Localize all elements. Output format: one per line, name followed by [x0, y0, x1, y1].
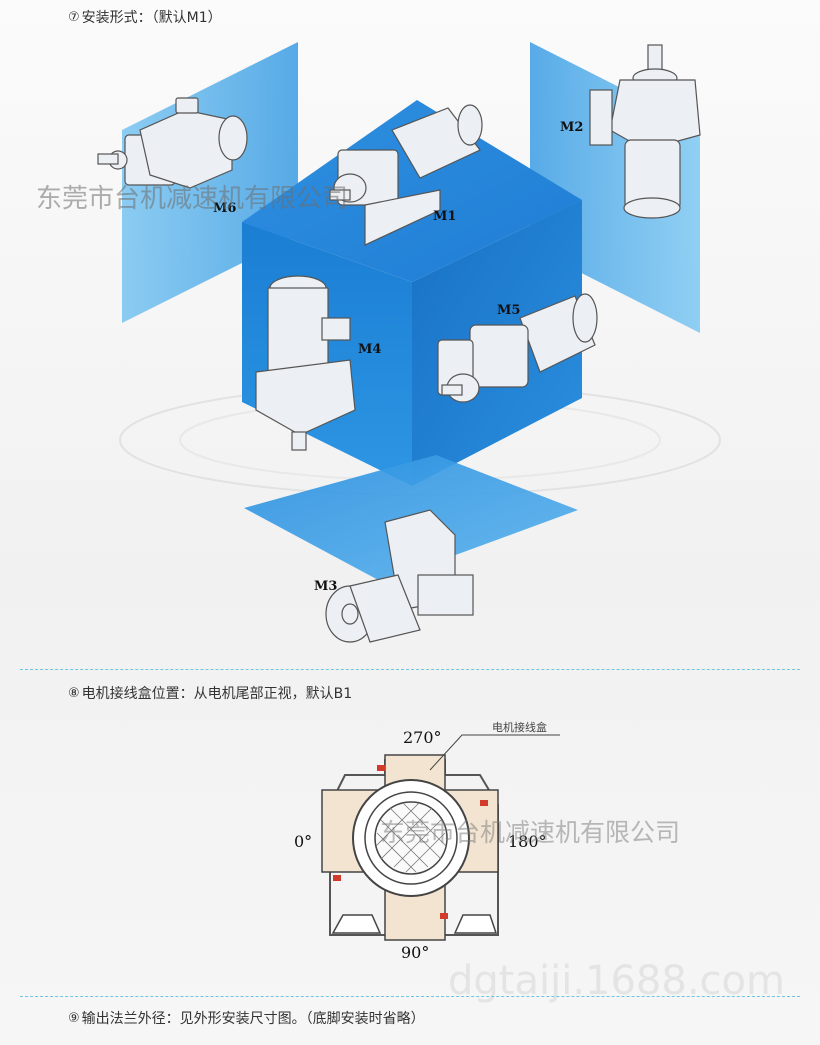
marker-left	[333, 875, 341, 881]
angle-90: 90°	[401, 943, 429, 962]
foot-right	[453, 914, 498, 934]
angle-180: 180°	[508, 832, 547, 851]
divider-2	[20, 996, 800, 997]
marker-bottom	[440, 913, 448, 919]
flange-inner-ring	[364, 791, 458, 885]
label-m1: M1	[433, 209, 456, 224]
gearmotor-m3	[325, 509, 474, 643]
shaft-crosshatch	[375, 802, 447, 873]
mounting-positions-diagram: M1 M2 M3 M4 M5 M6	[97, 42, 721, 643]
section9-number: ⑨	[68, 1011, 80, 1026]
callout-leader	[429, 734, 560, 771]
flange-outer-ring	[352, 779, 470, 897]
label-m6: M6	[213, 201, 236, 216]
section8-number: ⑧	[68, 686, 80, 701]
callout-terminal-box: 电机接线盒	[492, 720, 547, 734]
label-m3: M3	[314, 579, 337, 594]
section7-number: ⑦	[68, 10, 80, 25]
angle-270: 270°	[403, 728, 442, 747]
site-watermark: dgtaiji.1688.com	[448, 958, 785, 1004]
label-m5: M5	[497, 303, 520, 318]
marker-top	[377, 765, 385, 771]
gearmotor-m2	[589, 44, 701, 219]
foot-left	[331, 914, 382, 934]
section9-text: 输出法兰外径：见外形安装尺寸图。（底脚安装时省略）	[81, 1011, 425, 1027]
motor-housing-outline	[329, 759, 499, 936]
divider-1	[20, 669, 800, 670]
section7-text: 安装形式：（默认M1）	[81, 10, 222, 26]
gearmotor-m5	[437, 293, 598, 403]
company-watermark-middle: 东莞市台机减速机有限公司	[380, 818, 681, 847]
terminal-box-positions	[321, 754, 499, 941]
gearmotor-m4	[255, 275, 356, 451]
gearmotor-m6	[97, 97, 248, 189]
marker-right	[480, 800, 488, 806]
motor-shaft-face	[374, 801, 448, 875]
section8-text: 电机接线盒位置：从电机尾部正视，默认B1	[81, 686, 353, 702]
cube-top-face	[242, 100, 582, 282]
angle-0: 0°	[294, 832, 312, 851]
gearmotor-m1	[329, 104, 483, 246]
label-m2: M2	[560, 120, 583, 135]
label-m4: M4	[358, 342, 381, 357]
